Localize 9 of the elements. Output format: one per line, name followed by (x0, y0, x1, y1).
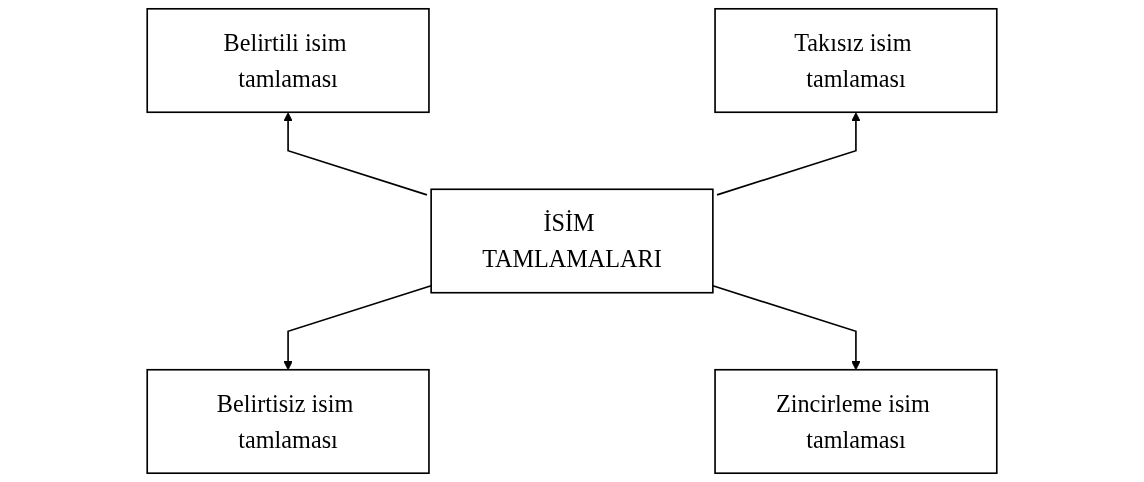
node-box: Belirtili isim tamlaması (146, 7, 430, 114)
node-box: Belirtisiz isim tamlaması (146, 368, 430, 475)
node-box: Takısız isim tamlaması (714, 7, 998, 114)
arrow (283, 284, 432, 371)
node-box: Zincirleme isim tamlaması (714, 368, 998, 475)
arrow (712, 284, 861, 371)
node-box: İSİM TAMLAMALARI (430, 188, 714, 294)
arrow (716, 112, 861, 196)
arrow (283, 112, 428, 196)
